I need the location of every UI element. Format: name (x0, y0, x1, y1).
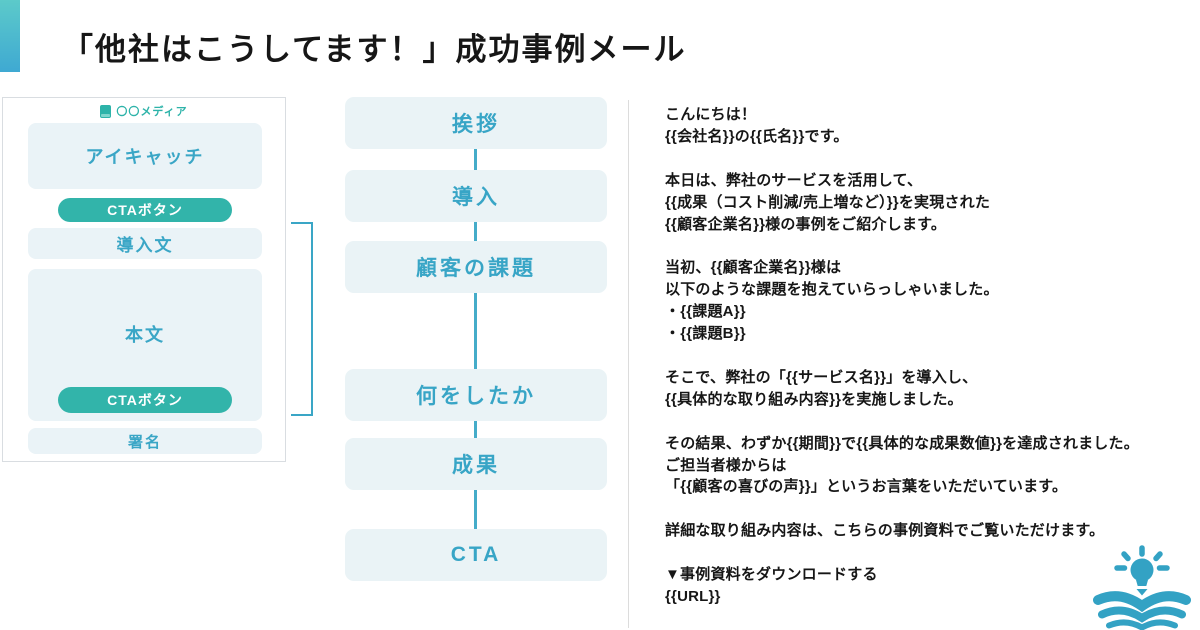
book-icon (100, 104, 112, 118)
page-title: 「他社はこうしてます！」成功事例メール (62, 32, 687, 67)
mockup-intro-box: 導入文 (28, 228, 262, 259)
flow-connector (474, 222, 477, 241)
email-template-text: こんにちは！ {{会社名}}の{{氏名}}です。 本日は、弊社のサービスを活用し… (665, 106, 1139, 605)
vertical-divider (628, 100, 629, 628)
mockup-site-header: 〇〇メディア (3, 103, 285, 119)
mockup-site-name: 〇〇メディア (116, 106, 188, 118)
mockup-cta-button-2: CTAボタン (58, 387, 232, 413)
email-mockup-panel: 〇〇メディア アイキャッチ CTAボタン 導入文 本文 CTAボタン 署名 (2, 97, 286, 462)
flow-step-action: 何をしたか (345, 369, 607, 421)
mockup-eyecatch-box: アイキャッチ (28, 123, 262, 189)
flow-step-intro: 導入 (345, 170, 607, 222)
flow-step-challenge: 顧客の課題 (345, 241, 607, 293)
mockup-body-box: 本文 CTAボタン (28, 269, 262, 421)
mockup-signature-box: 署名 (28, 428, 262, 454)
flow-connector (474, 421, 477, 438)
lightbulb-open-book-icon (1093, 545, 1191, 630)
flow-step-results: 成果 (345, 438, 607, 490)
flow-connector (474, 490, 477, 529)
mockup-cta-button: CTAボタン (58, 198, 232, 222)
section-group-bracket (291, 222, 313, 416)
title-accent-bar (0, 0, 20, 72)
flow-step-greeting: 挨拶 (345, 97, 607, 149)
flow-connector (474, 149, 477, 170)
flow-connector (474, 293, 477, 369)
flow-step-cta: CTA (345, 529, 607, 581)
mockup-body-label: 本文 (125, 325, 165, 345)
